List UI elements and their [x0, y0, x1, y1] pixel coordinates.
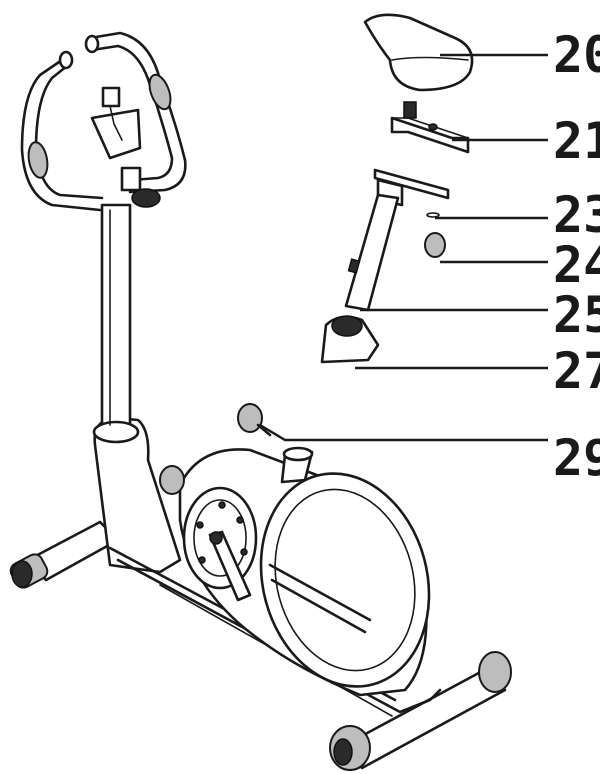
console-bracket	[90, 86, 161, 208]
callout-25: 25	[553, 286, 600, 344]
callout-20: 20	[553, 26, 600, 84]
seat-post-part	[344, 193, 400, 312]
seat-tube	[280, 446, 314, 484]
handlebar-post	[92, 203, 140, 444]
callout-labels: 20 21 23 24 25 27 29	[553, 26, 600, 487]
flywheel-housing	[178, 448, 431, 697]
handlebar	[20, 31, 187, 212]
callout-24: 24	[553, 236, 600, 294]
leader-lines	[259, 53, 548, 442]
callout-21: 21	[553, 112, 600, 170]
rear-stabilizer	[329, 651, 512, 771]
saddle-part	[363, 13, 474, 119]
callout-23: 23	[553, 186, 600, 244]
saddle-clamp-part	[390, 116, 470, 154]
washer-part	[426, 212, 440, 218]
callout-27: 27	[553, 342, 600, 400]
knob-nut-part	[424, 232, 446, 258]
side-knob	[159, 465, 185, 495]
callout-29: 29	[553, 429, 600, 487]
front-stabilizer	[9, 520, 120, 589]
adjustment-knob-part	[237, 403, 272, 437]
crank-arm	[208, 530, 252, 602]
seat-tube-cover-part	[320, 315, 380, 364]
